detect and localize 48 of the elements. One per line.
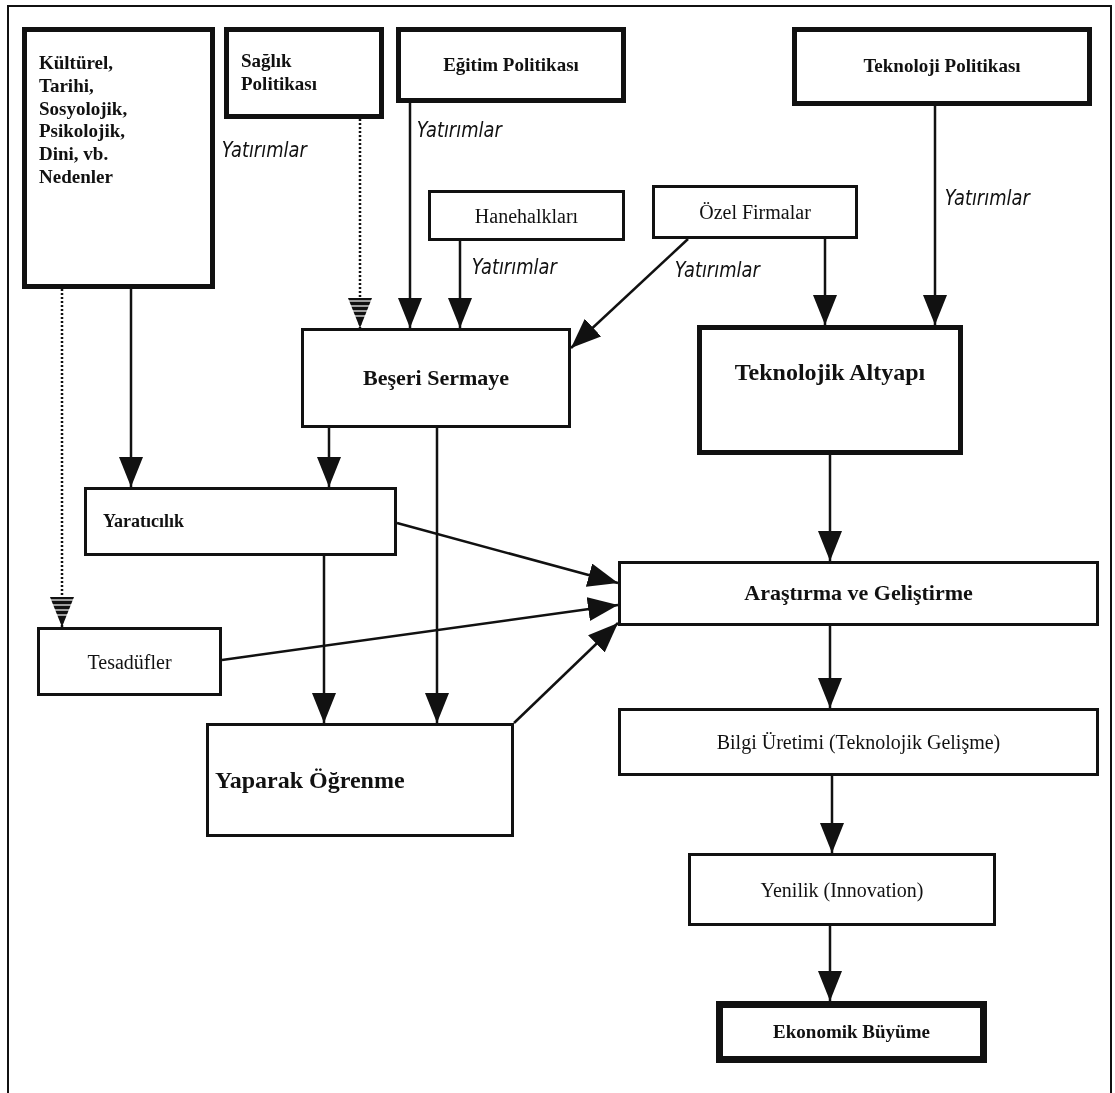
arrow — [49, 289, 75, 628]
process-box — [428, 190, 625, 241]
arrow — [317, 428, 341, 487]
node-label: Sağlık Politikası — [241, 50, 318, 96]
arrow — [347, 119, 373, 329]
node-label: Yaratıcılık — [103, 510, 184, 533]
node-label: Yaparak Öğrenme — [215, 765, 405, 795]
arrow — [221, 597, 619, 662]
arrow — [813, 239, 837, 325]
process-box — [792, 27, 1092, 106]
arrow — [513, 622, 619, 724]
process-box — [396, 27, 626, 103]
process-box — [37, 627, 222, 696]
process-box — [618, 561, 1099, 626]
arrow — [818, 455, 842, 561]
process-box — [618, 708, 1099, 776]
process-box — [84, 487, 397, 556]
node-label: Teknolojik Altyapı — [734, 358, 926, 387]
arrow — [820, 776, 844, 853]
process-box — [301, 328, 571, 428]
node-label: Tesadüfler — [87, 649, 172, 674]
arrow — [923, 106, 947, 325]
arrow — [425, 428, 449, 723]
node-label: Özel Firmalar — [699, 200, 811, 224]
arrow — [818, 626, 842, 708]
node-label: Hanehalkları — [474, 203, 579, 228]
node-label: Eğitim Politikası — [443, 53, 579, 77]
process-box — [716, 1001, 987, 1063]
process-box — [697, 325, 963, 455]
process-box — [688, 853, 996, 926]
arrow — [398, 103, 422, 328]
arrow — [818, 926, 842, 1001]
node-label: Bilgi Üretimi (Teknolojik Gelişme) — [716, 730, 1001, 754]
node-label: Beşeri Sermaye — [363, 364, 509, 392]
arrow — [396, 521, 619, 587]
arrow — [448, 241, 472, 328]
process-box — [22, 27, 215, 289]
node-label: Ekonomik Büyüme — [773, 1020, 930, 1044]
arrow — [119, 289, 143, 487]
node-label: Teknoloji Politikası — [863, 55, 1021, 78]
node-label: Kültürel, Tarihi, Sosyolojik, Psikolojik, Dini, vb. Nedenler — [39, 52, 129, 189]
arrow — [312, 556, 336, 723]
node-label: Yenilik (Innovation) — [760, 877, 924, 902]
process-box — [206, 723, 514, 837]
node-label: Araştırma ve Geliştirme — [744, 580, 973, 607]
process-box — [652, 185, 858, 239]
process-box — [224, 27, 384, 119]
arrow — [570, 238, 689, 349]
